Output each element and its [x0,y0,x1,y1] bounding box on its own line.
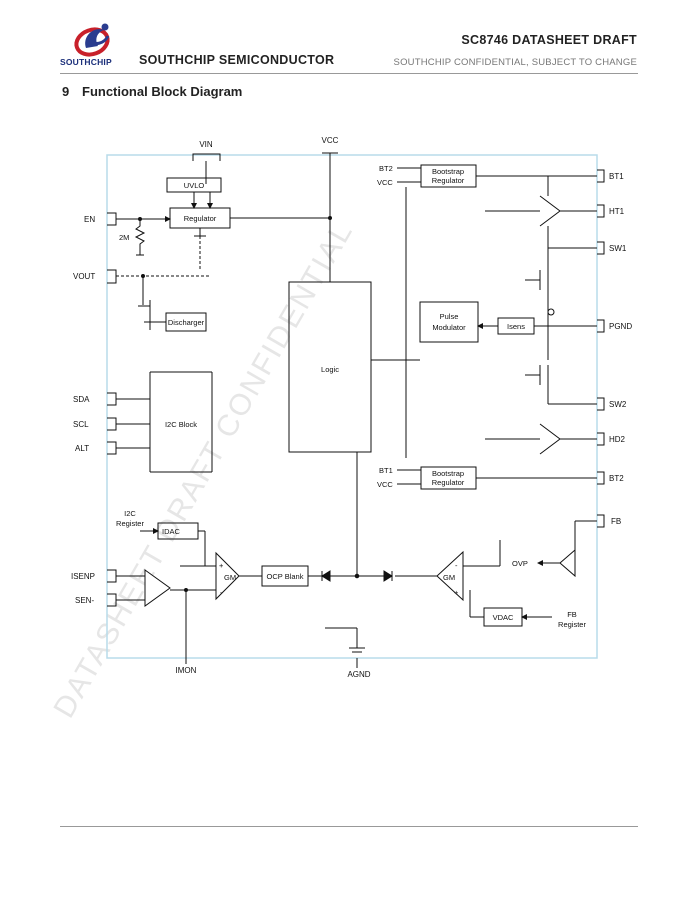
pin-sda: SDA [73,395,90,404]
isens-label: Isens [507,322,525,331]
boot-reg-bot-line1: Bootstrap [432,469,464,478]
pin-vin: VIN [199,140,213,149]
gm-left-minus: - [220,588,223,597]
pin-en: EN [84,215,95,224]
section-title: Functional Block Diagram [82,84,243,99]
fb-register-line1: FB [567,610,577,619]
bt2-input-label: BT2 [379,164,393,173]
pulse-mod-line1: Pulse [440,312,459,321]
pin-vout: VOUT [73,272,95,281]
gm-left-label: GM [224,573,236,582]
header-divider [60,73,638,74]
resistor-2m-label: 2M [119,233,129,242]
bt1-input-label: BT1 [379,466,393,475]
gm-right-plus: + [454,588,459,597]
watermark: DATASHEET DRAFT CONFIDENTIAL [47,216,359,724]
pin-pgnd: PGND [609,322,632,331]
vcc-input-bot-label: VCC [377,480,393,489]
i2c-register-line2: Register [116,519,144,528]
pin-alt: ALT [75,444,89,453]
pin-bt2: BT2 [609,474,624,483]
ovp-label: OVP [512,559,528,568]
section-number: 9 [62,84,70,99]
gm-right-label: GM [443,573,455,582]
pin-scl: SCL [73,420,89,429]
pin-isenp: ISENP [71,572,95,581]
pulse-mod-line2: Modulator [432,323,466,332]
pin-isenn: SEN- [75,596,94,605]
pin-sw2: SW2 [609,400,627,409]
pin-vcc-top: VCC [322,136,339,145]
section-heading: 9 Functional Block Diagram [62,84,242,99]
i2c-register-line1: I2C [124,509,136,518]
boot-reg-top-line2: Regulator [432,176,465,185]
boot-reg-top-line1: Bootstrap [432,167,464,176]
vdac-label: VDAC [493,613,514,622]
pin-ht2: HD2 [609,435,626,444]
document-title: SC8746 DATASHEET DRAFT [461,33,637,47]
footer-divider [60,826,638,827]
discharger-label: Discharger [168,318,205,327]
southchip-logo-icon [74,23,110,57]
vcc-input-top-label: VCC [377,178,393,187]
chip-outline [106,154,598,659]
pin-fb: FB [611,517,621,526]
pin-sw1: SW1 [609,244,627,253]
logic-label: Logic [321,365,339,374]
pin-imon: IMON [176,666,197,675]
ocp-blank-label: OCP Blank [267,572,304,581]
pin-ht1: HT1 [609,207,625,216]
confidential-notice: SOUTHCHIP CONFIDENTIAL, SUBJECT TO CHANG… [393,57,637,68]
pin-agnd: AGND [347,670,370,679]
idac-label: IDAC [162,527,181,536]
gm-right-minus: - [455,561,458,570]
pin-bt1: BT1 [609,172,624,181]
boot-reg-bot-line2: Regulator [432,478,465,487]
i2c-block-label: I2C Block [165,420,197,429]
company-name: SOUTHCHIP SEMICONDUCTOR [139,53,335,67]
logo-wordmark: SOUTHCHIP [60,57,112,67]
uvlo-label: UVLO [184,181,205,190]
gm-left-plus: + [219,561,224,570]
regulator-label: Regulator [184,214,217,223]
fb-register-line2: Register [558,620,586,629]
